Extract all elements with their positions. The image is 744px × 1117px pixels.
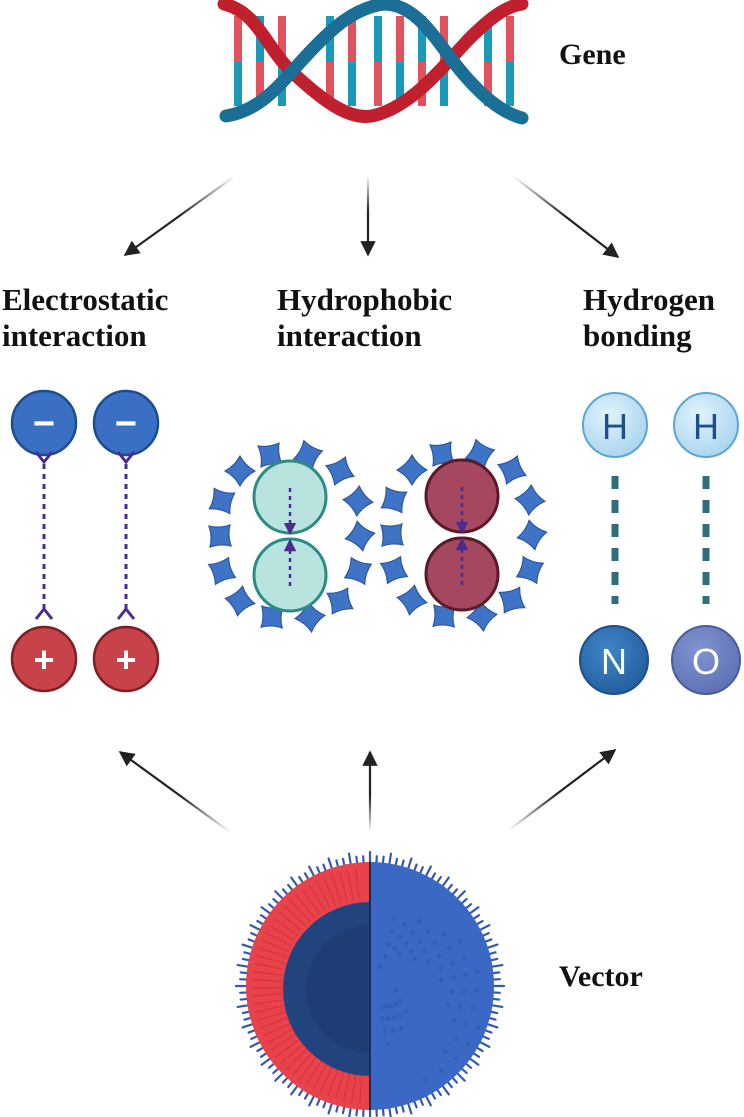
water-molecule-icon [341, 484, 375, 518]
water-molecule-icon [515, 555, 545, 585]
water-molecule-icon [380, 486, 408, 514]
hydrogen-atom-icon: H [582, 392, 648, 458]
arrow-vector-to-electrostatic [118, 751, 231, 833]
vector-liposome-icon [234, 850, 506, 1117]
svg-text:H: H [602, 406, 628, 447]
water-molecule-icon [429, 441, 455, 467]
water-molecule-icon [343, 556, 373, 586]
dna-helix-icon [217, 0, 529, 125]
vector-label: Vector [559, 960, 643, 993]
water-molecule-icon [326, 587, 354, 615]
water-molecule-icon [496, 454, 528, 486]
svg-text:+: + [33, 639, 54, 680]
dna-base-pair [234, 16, 242, 106]
electrostatic-bond [34, 451, 54, 620]
arrow-vector-to-hydrogen [508, 749, 617, 831]
vector-texture [252, 868, 481, 1104]
dna-base-pair [484, 16, 492, 106]
nitrogen-atom-icon: N [579, 625, 649, 695]
water-molecule-icon [432, 604, 456, 628]
dna-base-pair [374, 16, 382, 106]
water-molecule-icon [207, 556, 237, 586]
dna-base-pair [348, 16, 356, 106]
water-molecule-icon [207, 523, 233, 549]
water-molecules-right [379, 438, 548, 633]
water-molecule-icon [395, 453, 429, 487]
hydrogen-bonding-panel: H H N O [579, 392, 741, 695]
electrostatic-bond [116, 451, 136, 620]
hydrophobic-pair-maroon [424, 458, 500, 612]
water-molecule-icon [292, 439, 324, 471]
water-molecules-left [207, 439, 376, 634]
svg-text:O: O [692, 641, 720, 682]
svg-text:N: N [601, 641, 627, 682]
water-molecule-icon [293, 600, 327, 634]
water-molecule-icon [224, 585, 256, 617]
water-molecule-icon [513, 483, 547, 517]
svg-text:H: H [693, 406, 719, 447]
water-molecule-icon [379, 522, 405, 548]
hydrophobic-pair-teal [252, 459, 328, 613]
water-molecule-icon [257, 442, 283, 468]
water-molecule-icon [344, 520, 376, 552]
positive-charge-icon: + [92, 625, 160, 693]
negative-charge-icon: − [92, 389, 160, 457]
arrow-gene-to-electrostatic [123, 175, 236, 256]
svg-text:−: − [33, 403, 55, 445]
dna-base-pair [506, 16, 514, 106]
dna-strand-blue [219, 0, 529, 125]
negative-charge-icon: − [10, 389, 78, 457]
hydrophobic-panel [207, 438, 548, 634]
water-molecule-icon [379, 555, 409, 585]
water-molecule-icon [223, 454, 257, 488]
svg-text:+: + [115, 639, 136, 680]
oxygen-atom-icon: O [671, 625, 741, 695]
dna-strand-red [217, 0, 529, 123]
positive-charge-icon: + [10, 625, 78, 693]
arrow-gene-to-hydrogen [512, 175, 620, 258]
water-molecule-icon [498, 586, 526, 614]
electrostatic-panel: − − + + [10, 389, 160, 693]
dna-base-pair [396, 16, 404, 106]
svg-text:−: − [115, 403, 137, 445]
gene-label: Gene [559, 38, 626, 71]
water-molecule-icon [396, 584, 428, 616]
water-molecule-icon [516, 519, 548, 551]
water-molecule-icon [464, 438, 496, 470]
hydrogen-atom-icon: H [673, 392, 739, 458]
water-molecule-icon [465, 599, 499, 633]
water-molecule-icon [208, 487, 236, 515]
water-molecule-icon [260, 605, 284, 629]
vector-outer-blue [370, 862, 494, 1110]
vector-core-left-inner [306, 925, 370, 1053]
water-molecule-icon [324, 455, 356, 487]
